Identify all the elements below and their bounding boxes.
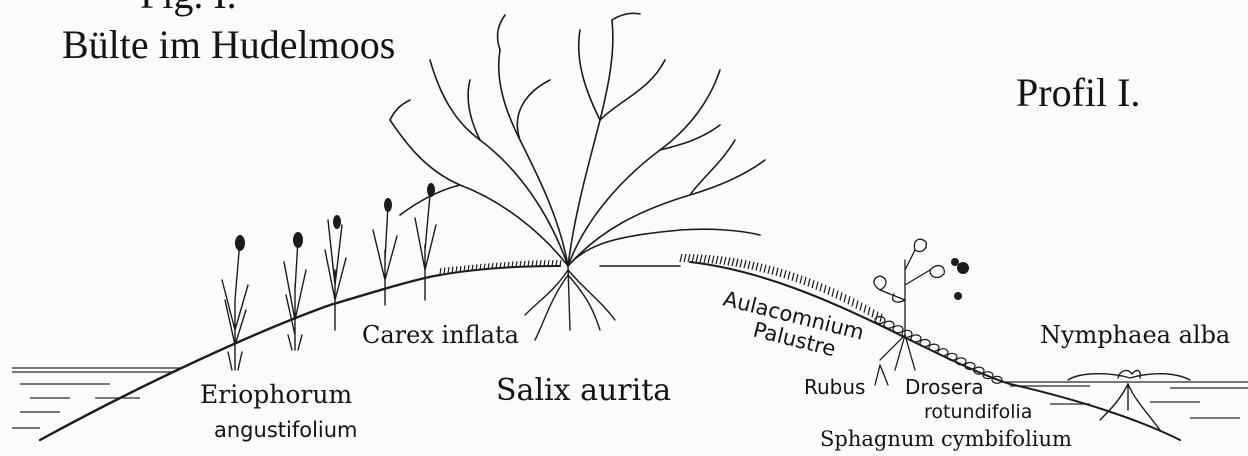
moss-hatch-stroke [688, 254, 690, 262]
moss-hatch-stroke [804, 277, 806, 285]
rubus-label: Rubus [804, 375, 865, 399]
moss-hatch-stroke [452, 267, 453, 273]
moss-hatch-stroke [440, 268, 441, 274]
drosera-label: Drosera [905, 375, 984, 399]
moss-hatch-stroke [728, 257, 730, 265]
moss-hatch-stroke [796, 274, 798, 282]
ground-profile [40, 275, 440, 440]
moss-hatch-stroke [684, 254, 686, 262]
moss-hatch-stroke [680, 254, 682, 262]
moss-hatch-stroke [792, 273, 794, 281]
moss-hatch-stroke [876, 312, 878, 320]
eriophorum-label: Eriophorum [200, 380, 352, 409]
sphagnum-bead [911, 335, 921, 342]
moss-hatch-stroke [752, 262, 754, 270]
moss-hatch-stroke [448, 267, 449, 273]
moss-hatch-stroke [780, 269, 782, 277]
moss-hatch-stroke [816, 282, 818, 290]
fig-label: Fig. I. [140, 0, 237, 17]
moss-hatch-stroke [444, 268, 445, 274]
moss-hatch-stroke [808, 279, 810, 287]
nymphaea-plant [1068, 371, 1190, 430]
moss-hatch-stroke [708, 255, 710, 263]
sphagnum-bead [884, 321, 894, 328]
moss-hatch-stroke [772, 267, 774, 275]
moss-hatch-stroke [848, 296, 850, 304]
moss-hatch-stroke [844, 294, 846, 302]
moss-hatch-stroke [716, 256, 718, 264]
eriophorum-heads [235, 183, 435, 251]
moss-hatch-stroke [700, 255, 702, 263]
moss-hatch-stroke [764, 265, 766, 273]
drosera-species-label: rotundifolia [924, 401, 1032, 423]
moss-hatch-stroke [880, 314, 882, 322]
sphagnum-bead [893, 326, 903, 333]
nymphaea-label: Nymphaea alba [1040, 321, 1230, 349]
moss-hatch-stroke [712, 256, 714, 264]
left-water [12, 368, 180, 428]
sphagnum-bead [938, 349, 948, 356]
moss-hatch-stroke [836, 291, 838, 299]
moss-hatch-stroke [760, 264, 762, 272]
moss-hatch-stroke [756, 263, 758, 271]
moss-hatch-stroke [704, 255, 706, 263]
sphagnum-label: Sphagnum cymbifolium [820, 427, 1072, 451]
carex-label: Carex inflata [362, 321, 519, 349]
moss-hatch-stroke [852, 298, 854, 306]
moss-hatch-stroke [784, 270, 786, 278]
moss-hatch-stroke [768, 266, 770, 274]
moss-hatch-stroke [872, 309, 874, 317]
moss-hatch-stroke [740, 259, 742, 267]
moss-hatch-stroke [692, 254, 694, 262]
rubus-berries [951, 258, 969, 300]
moss-hatch-stroke [560, 260, 561, 266]
moss-hatch-stroke [820, 283, 822, 291]
moss-hatch-stroke [776, 268, 778, 276]
moss-hatch-stroke [800, 276, 802, 284]
moss-hatch-stroke [732, 258, 734, 266]
sphagnum-bead [902, 330, 912, 337]
moss-hatch-stroke [864, 305, 866, 313]
sphagnum-bead [920, 340, 930, 347]
sphagnum-chain [875, 317, 1002, 384]
right-water [1000, 382, 1248, 418]
moss-hatch-stroke [788, 271, 790, 279]
moss-hatch-stroke [840, 292, 842, 300]
moss-hatch-stroke [724, 257, 726, 265]
moss-hatch-stroke [832, 289, 834, 297]
rubus-drosera-plants [874, 239, 944, 385]
profile-label: Profil I. [1016, 70, 1140, 115]
salix-roots [525, 266, 615, 340]
moss-hatch-stroke [856, 300, 858, 308]
moss-hatch-stroke [812, 280, 814, 288]
sphagnum-bead [929, 344, 939, 351]
moss-hatch-stroke [868, 307, 870, 315]
moss-hatch-stroke [696, 254, 698, 262]
moss-hatch-stroke [736, 259, 738, 267]
figure-title: Bülte im Hudelmoos [62, 22, 395, 67]
moss-hatch-stroke [720, 256, 722, 264]
moss-hatch-stroke [828, 287, 830, 295]
moss-hatch-stroke [824, 285, 826, 293]
moss-hatch-stroke [744, 260, 746, 268]
moss-hatch-stroke [748, 261, 750, 269]
salix-shrub [390, 13, 765, 266]
salix-label: Salix aurita [496, 373, 671, 408]
moss-hatch-stroke [860, 303, 862, 311]
eriophorum-species-label: angustifolium [214, 418, 358, 442]
